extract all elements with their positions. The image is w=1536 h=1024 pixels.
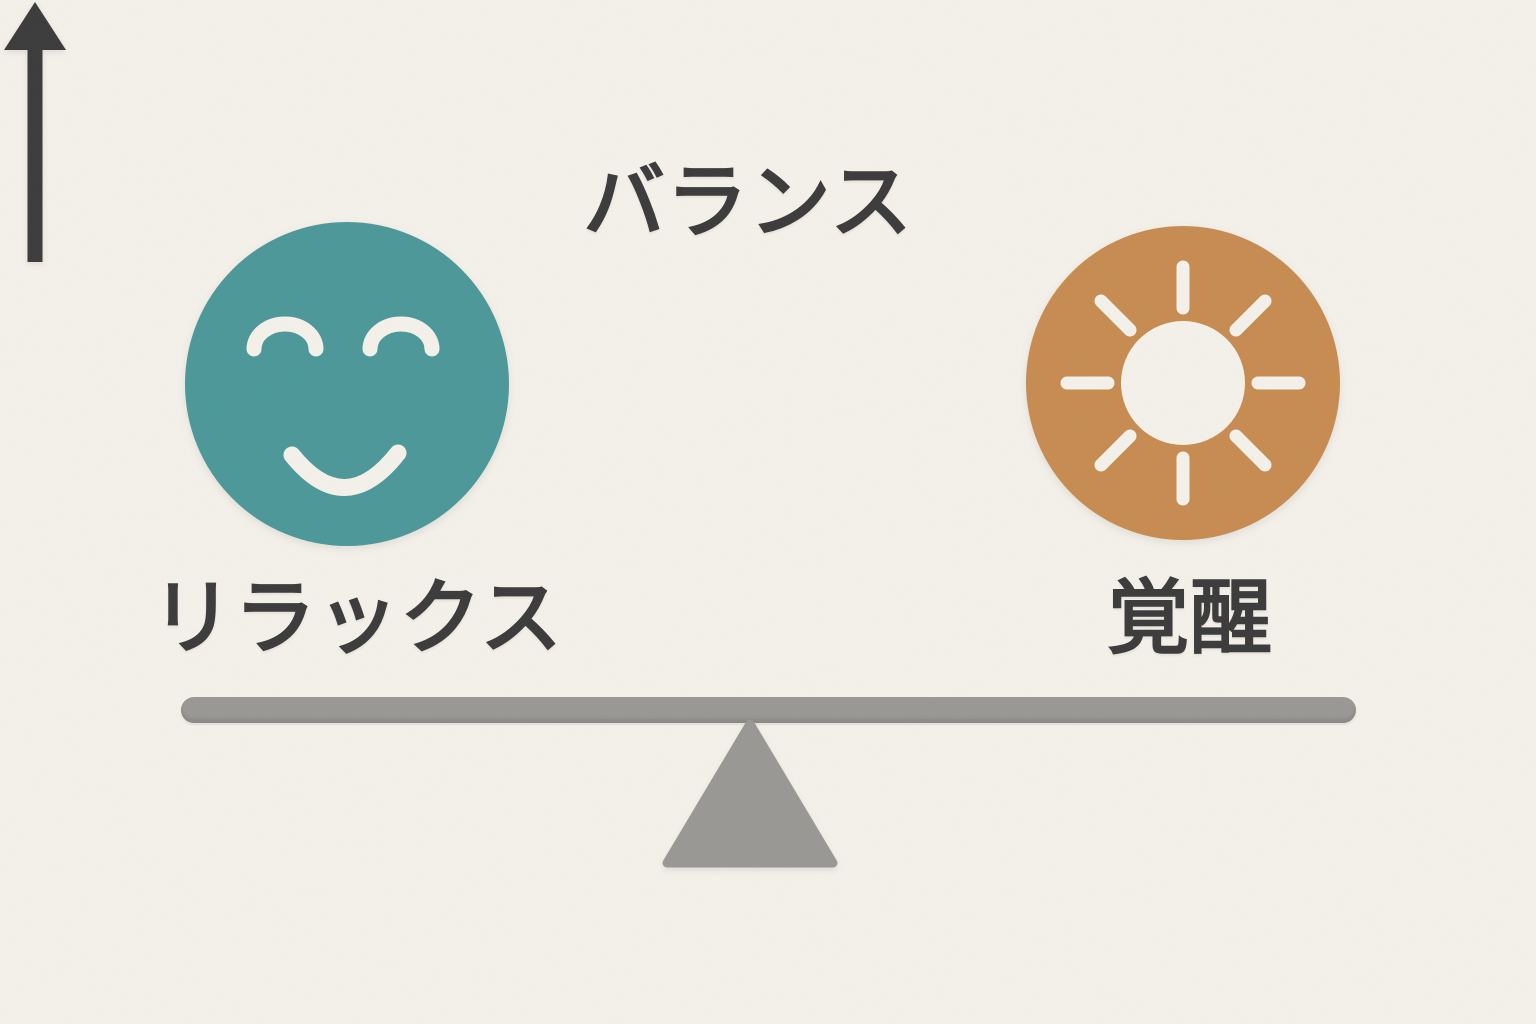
arousal-label: 覚醒 bbox=[1107, 571, 1273, 666]
up-arrow-icon bbox=[4, 2, 66, 262]
balance-title: バランス bbox=[583, 155, 913, 250]
sun-core bbox=[1121, 321, 1245, 445]
relax-label: リラックス bbox=[151, 571, 563, 666]
sun-icon bbox=[1026, 226, 1340, 540]
seesaw-fulcrum bbox=[662, 719, 838, 868]
relaxed-face-icon bbox=[185, 222, 509, 546]
face-circle bbox=[185, 222, 509, 546]
